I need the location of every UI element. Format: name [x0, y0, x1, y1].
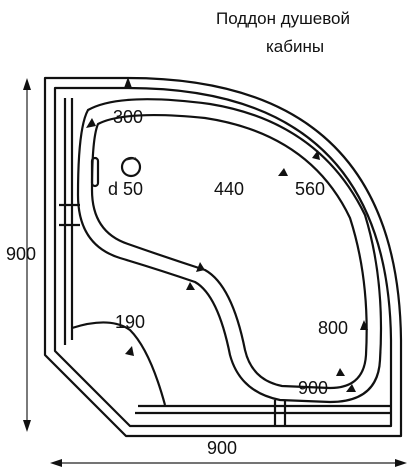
label-560: 560	[295, 179, 325, 199]
basin-inner-outline	[90, 113, 368, 390]
tray-outer-outline	[43, 76, 403, 438]
dimension-arrow-markers	[86, 77, 368, 392]
label-900-inner: 900	[298, 378, 328, 398]
drain-circle	[120, 156, 142, 178]
width-label: 900	[207, 438, 237, 458]
title-line-1: Поддон душевой	[216, 9, 350, 28]
seat-outline	[71, 321, 167, 406]
label-800: 800	[318, 318, 348, 338]
label-190: 190	[115, 312, 145, 332]
height-label: 900	[6, 244, 36, 264]
inner-flat-edges	[59, 98, 391, 426]
tray-rim-outline	[53, 86, 393, 428]
width-dimension-line	[50, 459, 407, 467]
drain-label: d 50	[108, 179, 143, 199]
label-440: 440	[214, 179, 244, 199]
label-300: 300	[113, 107, 143, 127]
height-dimension-line	[23, 78, 31, 432]
overflow-slot	[90, 156, 100, 188]
title-line-2: кабины	[266, 37, 324, 56]
basin-outer-outline	[76, 98, 383, 404]
